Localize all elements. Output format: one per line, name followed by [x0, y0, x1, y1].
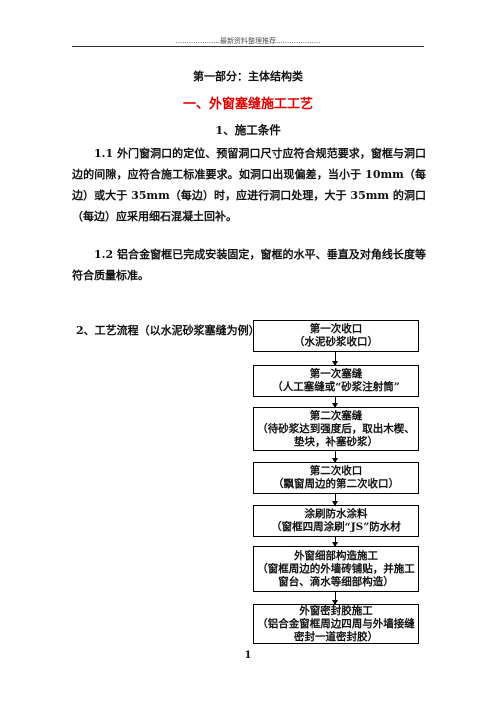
flow-arrow [332, 592, 338, 605]
flow-step-1: 第一次收口 （水泥砂浆收口） [253, 320, 419, 352]
flow-step-5: 涂刷防水涂料 （窗框四周涂刷“JS”防水材 [253, 505, 419, 537]
flow-step-7: 外窗密封胶施工 （铝合金窗框周边四周与外墙接缝密封一道密封胶） [253, 604, 419, 644]
flow-step-desc: （窗框四周涂刷“JS”防水材 [271, 521, 401, 533]
flow-step-desc: （窗框周边的外墙砖铺贴，并施工窗台、滴水等细部构造） [257, 562, 415, 588]
flow-step-desc: （水泥砂浆收口） [294, 336, 378, 348]
flow-arrow [332, 397, 338, 408]
page-number: 1 [244, 650, 252, 661]
flow-step-title: 第二次收口 [309, 465, 363, 477]
flow-arrow [332, 494, 338, 506]
flow-step-title: 涂刷防水涂料 [304, 508, 368, 520]
flow-step-title: 外窗密封胶施工 [299, 604, 373, 617]
flow-step-desc: （铝合金窗框周边四周与外墙接缝密封一道密封胶） [257, 617, 415, 643]
flow-step-title: 第一次塞缝 [309, 368, 363, 380]
flow-step-title: 外窗细部构造施工 [294, 549, 378, 562]
flow-arrow [332, 352, 338, 366]
header-divider [72, 46, 424, 47]
part-title: 第一部分：主体结构类 [193, 70, 303, 83]
process-flow-label: 2、工艺流程（以水泥砂浆塞缝为例） [76, 324, 260, 337]
flow-step-4: 第二次收口 （飘窗周边的第二次收口） [253, 462, 419, 494]
flow-step-title: 第二次塞缝 [309, 409, 363, 422]
flow-step-3: 第二次塞缝 （待砂浆达到强度后，取出木楔、垫块，补塞砂浆） [253, 407, 419, 451]
flow-step-title: 第一次收口 [309, 323, 363, 335]
subsection-title: 1、施工条件 [215, 123, 281, 137]
paragraph-1-1: 1.1 外门窗洞口的定位、预留洞口尺寸应符合规范要求，窗框与洞口边的间隙，应符合… [72, 147, 426, 223]
flow-step-2: 第一次塞缝 （人工塞缝或“砂浆注射筒” [253, 365, 419, 397]
flow-arrow [332, 451, 338, 463]
page-header: ....................最新资料整理推荐............… [175, 37, 321, 45]
flow-step-desc: （待砂浆达到强度后，取出木楔、垫块，补塞砂浆） [257, 422, 415, 448]
flow-step-6: 外窗细部构造施工 （窗框周边的外墙砖铺贴，并施工窗台、滴水等细部构造） [253, 546, 419, 592]
flow-step-desc: （飘窗周边的第二次收口） [273, 478, 399, 490]
flow-arrow [332, 537, 338, 547]
flow-step-desc: （人工塞缝或“砂浆注射筒” [272, 381, 400, 393]
section-title: 一、外窗塞缝施工工艺 [182, 97, 313, 112]
paragraph-1-2: 1.2 铝合金窗框已完成安装固定，窗框的水平、垂直及对角线长度等符合质量标准。 [72, 248, 426, 282]
